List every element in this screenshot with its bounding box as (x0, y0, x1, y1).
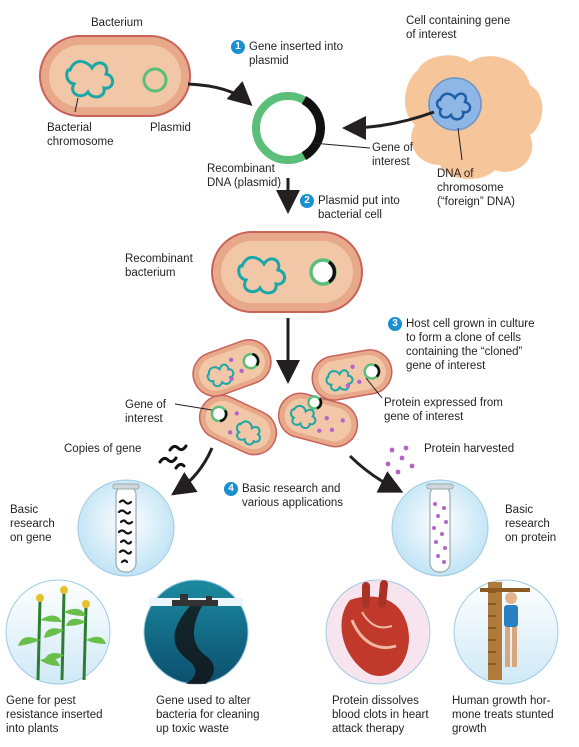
ship (172, 594, 218, 606)
step-badge-3: 3 (388, 317, 402, 331)
arrow-to-protein-research (348, 454, 404, 493)
label-gene-of-interest-mid: Gene of interest (125, 399, 166, 425)
label-plasmid: Plasmid (150, 122, 191, 134)
recombinant-bacterium (211, 231, 363, 313)
arrow-dna-to-plasmid (342, 110, 435, 140)
label-cell-containing-gene: Cell containing gene of interest (406, 15, 511, 41)
label-protein-harvested: Protein harvested (424, 443, 515, 455)
leader-protein (365, 377, 383, 399)
leader-dna-chromosome (457, 127, 463, 161)
clone-cell-2 (311, 349, 393, 401)
clone-cell-3 (198, 394, 278, 456)
label-protein-expressed: Protein expressed from gene of interest (384, 397, 503, 423)
harvested-proteins (385, 445, 415, 475)
protein-test-tube (391, 479, 489, 577)
label-basic-research-gene: Basic research on gene (10, 504, 55, 544)
label-bacterial-chromosome: Bacterial chromosome (47, 122, 114, 148)
label-gene-of-interest-top: Gene of interest (372, 142, 413, 168)
gene-test-tube (77, 479, 175, 577)
step-badge-4: 4 (224, 482, 238, 496)
caption-growth: Human growth hor- mone treats stunted gr… (452, 695, 554, 735)
leader-bacterial-chromosome (74, 97, 79, 113)
caption-toxic-waste: Gene used to alter bacteria for cleaning… (156, 695, 260, 735)
gene-copies (158, 444, 188, 470)
height-ruler (488, 582, 502, 680)
step-4-text: Basic research and various applications (242, 483, 344, 509)
clone-cell-1 (192, 339, 272, 397)
caption-heart: Protein dissolves blood clots in heart a… (332, 695, 429, 735)
donor-cell (404, 55, 543, 180)
app-heart (325, 579, 431, 685)
app-growth (453, 579, 559, 685)
app-plants (5, 579, 111, 685)
app-toxic-waste (143, 579, 249, 685)
step-2-text: Plasmid put into bacterial cell (318, 195, 400, 221)
arrow-bacterium-to-plasmid (187, 81, 253, 106)
bacterial-chromosome-shape (65, 60, 114, 99)
child-head (505, 592, 517, 604)
label-copies-of-gene: Copies of gene (64, 443, 142, 455)
leader-gene-mid (174, 403, 213, 411)
step-3-text: Host cell grown in culture to form a clo… (406, 318, 535, 372)
label-basic-research-protein: Basic research on protein (505, 504, 557, 544)
step-1-text: Gene inserted into plasmid (249, 41, 343, 67)
plasmid-small (142, 67, 168, 93)
arrow-to-gene-research (171, 447, 214, 496)
caption-plants: Gene for pest resistance inserted into p… (6, 695, 103, 735)
label-bacterium: Bacterium (91, 17, 143, 29)
recombinant-plasmid (252, 92, 325, 164)
leader-gene-of-interest (311, 142, 371, 149)
step-badge-2: 2 (300, 194, 314, 208)
label-recombinant-dna: Recombinant DNA (plasmid) (207, 163, 282, 189)
label-dna-of-chromosome: DNA of chromosome (“foreign” DNA) (437, 168, 515, 208)
clone-cell-4 (277, 392, 359, 448)
bacterium-top (39, 35, 191, 117)
label-recombinant-bacterium: Recombinant bacterium (125, 253, 193, 279)
step-badge-1: 1 (231, 40, 245, 54)
